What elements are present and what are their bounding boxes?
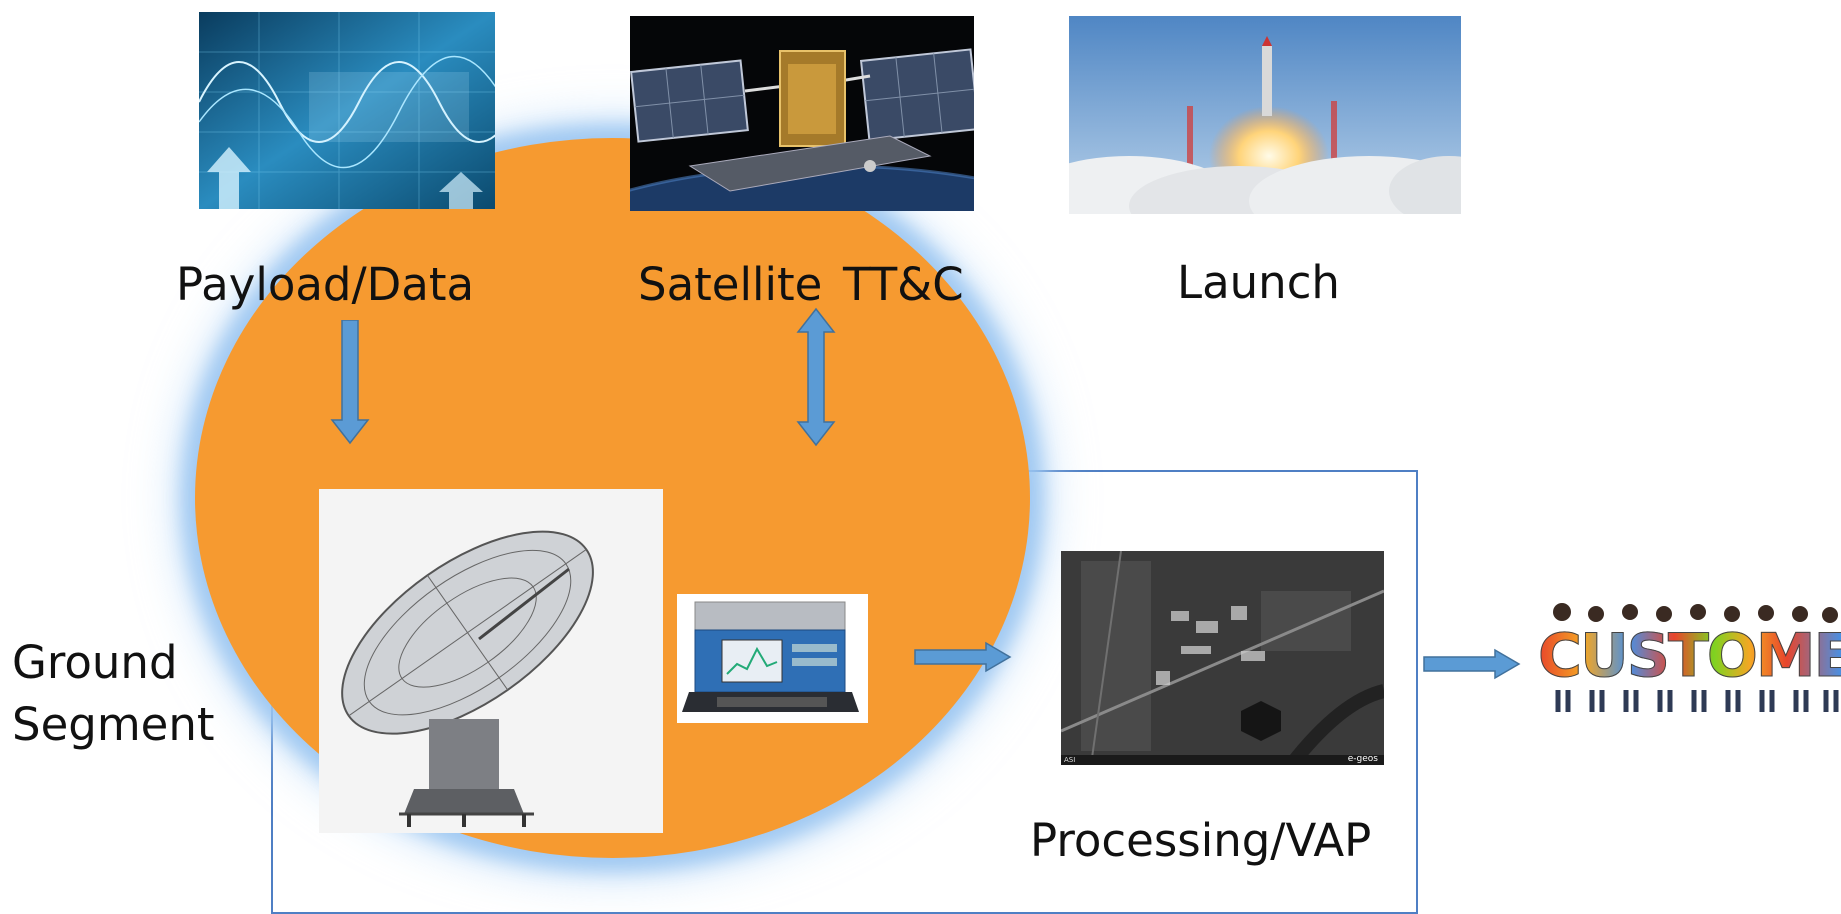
to-customer-arrow <box>1423 648 1521 680</box>
data-image <box>199 12 495 209</box>
payload-down-arrow <box>330 320 370 445</box>
ttc-double-arrow <box>796 307 836 447</box>
rocket-launch-image <box>1069 16 1461 214</box>
sar-satellite-image: ASI e-geos <box>1061 551 1384 765</box>
ground-label: Ground <box>12 636 178 689</box>
segment-label: Segment <box>12 698 215 751</box>
sar-credit-left: ASI <box>1064 756 1076 764</box>
satellite-dish-image <box>319 489 663 833</box>
ttc-label: TT&C <box>843 258 964 311</box>
customer-people-image: CUSTOMER <box>1538 600 1841 716</box>
satellite-label: Satellite <box>638 258 823 311</box>
to-processing-arrow <box>914 641 1012 673</box>
receiver-unit-image <box>677 594 868 723</box>
payload-data-label: Payload/Data <box>176 258 475 311</box>
launch-label: Launch <box>1177 256 1340 309</box>
sar-credit-right: e-geos <box>1347 754 1378 764</box>
processing-vap-label: Processing/VAP <box>1030 814 1372 867</box>
satellite-image <box>630 16 974 211</box>
customer-letters: CUSTOMER <box>1538 621 1841 692</box>
